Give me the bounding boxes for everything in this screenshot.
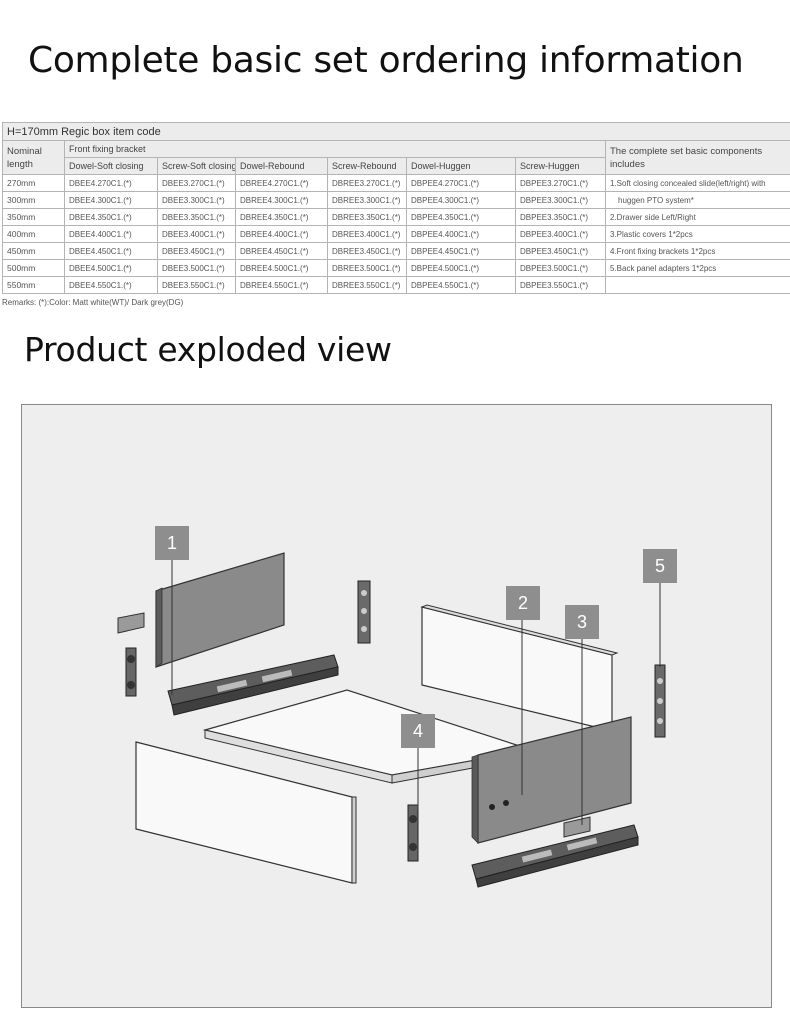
cell-code: DBREE3.300C1.(*)	[327, 191, 407, 209]
cell-code: DBPEE3.550C1.(*)	[515, 276, 606, 294]
table-row: 500mm DBEE4.500C1.(*) DBEE3.500C1.(*) DB…	[2, 259, 790, 277]
cell-code: DBREE4.350C1.(*)	[235, 208, 328, 226]
cell-code: DBREE4.550C1.(*)	[235, 276, 328, 294]
cell-code: DBPEE3.450C1.(*)	[515, 242, 606, 260]
cell-code: DBEE3.450C1.(*)	[157, 242, 236, 260]
table-row: 550mm DBEE4.550C1.(*) DBEE3.550C1.(*) DB…	[2, 276, 790, 294]
exploded-view-panel: 1 2 3 4 5	[21, 404, 772, 1008]
cell-component: 3.Plastic covers 1*2pcs	[604, 225, 790, 243]
cell-code: DBEE3.550C1.(*)	[157, 276, 236, 294]
cell-code: DBREE3.500C1.(*)	[327, 259, 407, 277]
cell-code: DBPEE3.500C1.(*)	[515, 259, 606, 277]
cell-code: DBPEE4.350C1.(*)	[406, 208, 516, 226]
left-plastic-cover	[117, 612, 145, 634]
cell-code: DBPEE3.350C1.(*)	[515, 208, 606, 226]
cell-code: DBEE3.270C1.(*)	[157, 174, 236, 192]
cell-code: DBREE3.350C1.(*)	[327, 208, 407, 226]
cell-code: DBEE3.300C1.(*)	[157, 191, 236, 209]
cell-component: 2.Drawer side Left/Right	[604, 208, 790, 226]
header-col: Dowel-Rebound	[235, 157, 328, 175]
front-panel	[135, 741, 357, 884]
cell-code: DBREE4.270C1.(*)	[235, 174, 328, 192]
cell-code: DBPEE4.450C1.(*)	[406, 242, 516, 260]
left-runner-rail	[167, 654, 339, 716]
cell-code: DBREE3.550C1.(*)	[327, 276, 407, 294]
cell-code: DBPEE4.500C1.(*)	[406, 259, 516, 277]
callout-3: 3	[565, 605, 599, 639]
callout-1: 1	[155, 526, 189, 560]
right-front-bracket	[407, 804, 419, 862]
table-row: 350mm DBEE4.350C1.(*) DBEE3.350C1.(*) DB…	[2, 208, 790, 226]
cell-code: DBREE4.300C1.(*)	[235, 191, 328, 209]
header-nominal-length: Nominal length	[2, 140, 65, 175]
ordering-heading: Complete basic set ordering information	[28, 40, 744, 81]
exploded-view-drawing	[117, 552, 666, 888]
cell-length: 350mm	[2, 208, 65, 226]
header-col: Screw-Soft closing	[157, 157, 236, 175]
cell-code: DBPEE4.300C1.(*)	[406, 191, 516, 209]
cell-length: 450mm	[2, 242, 65, 260]
cell-code: DBEE4.450C1.(*)	[64, 242, 158, 260]
table-title-row: H=170mm Regic box item code	[1, 122, 790, 141]
left-drawer-side	[155, 552, 285, 668]
cell-length: 550mm	[2, 276, 65, 294]
cell-length: 400mm	[2, 225, 65, 243]
cell-length: 300mm	[2, 191, 65, 209]
back-adapter	[357, 580, 371, 644]
cell-code: DBPEE3.400C1.(*)	[515, 225, 606, 243]
cell-component-empty	[604, 276, 790, 294]
callout-4: 4	[401, 714, 435, 748]
cell-length: 500mm	[2, 259, 65, 277]
cell-code: DBEE3.500C1.(*)	[157, 259, 236, 277]
header-col: Screw-Huggen	[515, 157, 606, 175]
table-title: H=170mm Regic box item code	[1, 122, 790, 141]
right-plastic-cover	[563, 816, 591, 838]
left-front-bracket	[125, 647, 137, 697]
cell-code: DBREE4.400C1.(*)	[235, 225, 328, 243]
exploded-heading: Product exploded view	[24, 330, 392, 369]
header-components: The complete set basic components includ…	[604, 140, 790, 175]
table-row: 300mm DBEE4.300C1.(*) DBEE3.300C1.(*) DB…	[2, 191, 790, 209]
cell-component: 1.Soft closing concealed slide(left/righ…	[604, 174, 790, 192]
table-header-row-1: Nominal length Front fixing bracket The …	[2, 140, 790, 175]
cell-code: DBREE3.450C1.(*)	[327, 242, 407, 260]
table-row: 450mm DBEE4.450C1.(*) DBEE3.450C1.(*) DB…	[2, 242, 790, 260]
leader-lines	[171, 560, 661, 825]
remarks-note: Remarks: (*):Color: Matt white(WT)/ Dark…	[2, 298, 184, 307]
cell-length: 270mm	[2, 174, 65, 192]
cell-code: DBEE4.270C1.(*)	[64, 174, 158, 192]
cell-code: DBPEE3.270C1.(*)	[515, 174, 606, 192]
cell-code: DBEE4.350C1.(*)	[64, 208, 158, 226]
cell-code: DBEE4.300C1.(*)	[64, 191, 158, 209]
table-row: 400mm DBEE4.400C1.(*) DBEE3.400C1.(*) DB…	[2, 225, 790, 243]
cell-code: DBREE3.400C1.(*)	[327, 225, 407, 243]
cell-code: DBEE3.350C1.(*)	[157, 208, 236, 226]
cell-code: DBREE3.270C1.(*)	[327, 174, 407, 192]
table-row: 270mm DBEE4.270C1.(*) DBEE3.270C1.(*) DB…	[2, 174, 790, 192]
cell-code: DBPEE4.270C1.(*)	[406, 174, 516, 192]
header-col: Screw-Rebound	[327, 157, 407, 175]
header-front-fixing-bracket: Front fixing bracket	[64, 140, 606, 158]
callout-2: 2	[506, 586, 540, 620]
callout-5: 5	[643, 549, 677, 583]
cell-component: huggen PTO system*	[604, 191, 790, 209]
cell-code: DBEE4.400C1.(*)	[64, 225, 158, 243]
right-runner-rail	[471, 824, 639, 888]
cell-code: DBPEE4.400C1.(*)	[406, 225, 516, 243]
cell-code: DBREE4.450C1.(*)	[235, 242, 328, 260]
cell-code: DBPEE3.300C1.(*)	[515, 191, 606, 209]
header-col: Dowel-Huggen	[406, 157, 516, 175]
cell-code: DBEE4.550C1.(*)	[64, 276, 158, 294]
cell-code: DBREE4.500C1.(*)	[235, 259, 328, 277]
cell-code: DBEE4.500C1.(*)	[64, 259, 158, 277]
cell-component: 4.Front fixing brackets 1*2pcs	[604, 242, 790, 260]
right-drawer-side	[471, 716, 632, 844]
cell-code: DBPEE4.550C1.(*)	[406, 276, 516, 294]
cell-code: DBEE3.400C1.(*)	[157, 225, 236, 243]
cell-component: 5.Back panel adapters 1*2pcs	[604, 259, 790, 277]
ordering-table: H=170mm Regic box item code Nominal leng…	[1, 122, 790, 294]
header-col: Dowel-Soft closing	[64, 157, 158, 175]
back-panel-adapter	[654, 664, 666, 738]
